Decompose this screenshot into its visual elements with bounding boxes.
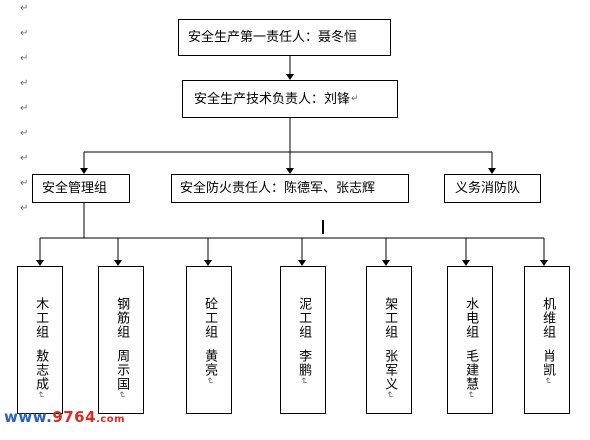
team-box: 钢筋组 周示国↵ (98, 266, 144, 414)
team-box: 砼工组 黄亮↵ (186, 266, 232, 414)
paragraph-mark: ↵ (20, 203, 29, 214)
paragraph-mark: ↵ (20, 53, 29, 64)
team-label: 木工组 敖志成↵ (33, 297, 49, 400)
team-box: 架工组 张军义↵ (366, 266, 412, 414)
chief-responsible-box: 安全生产第一责任人：聂冬恒 (178, 19, 391, 56)
fire-brigade-box: 义务消防队 (444, 174, 541, 203)
paragraph-mark: ↵ (20, 28, 29, 39)
paragraph-mark: ↵ (20, 3, 29, 14)
team-box: 机维组 肖凯↵ (524, 266, 570, 414)
team-box: 泥工组 李鹏↵ (280, 266, 326, 414)
paragraph-mark: ↵ (298, 377, 309, 386)
fire-brigade-label: 义务消防队 (455, 181, 521, 196)
paragraph-mark: ↵ (384, 391, 395, 400)
paragraph-mark: ↵ (20, 128, 29, 139)
fire-safety-label: 安全防火责任人：陈德军、张志辉 (180, 181, 376, 196)
paragraph-mark: ↵ (116, 391, 127, 400)
team-label: 水电组 毛建慧↵ (463, 297, 479, 400)
paragraph-mark: ↵ (20, 103, 29, 114)
team-box: 水电组 毛建慧↵ (447, 266, 493, 414)
team-label: 泥工组 李鹏↵ (296, 297, 312, 386)
paragraph-mark: ↵ (20, 153, 29, 164)
paragraph-mark: ↵ (351, 93, 359, 104)
paragraph-mark: ↵ (465, 391, 476, 400)
text-cursor (322, 220, 324, 234)
team-label: 钢筋组 周示国↵ (114, 297, 130, 400)
paragraph-mark: ↵ (20, 78, 29, 89)
fire-safety-box: 安全防火责任人：陈德军、张志辉 (171, 174, 409, 203)
safety-management-label: 安全管理组 (42, 181, 108, 196)
team-label: 砼工组 黄亮↵ (202, 297, 218, 386)
technical-responsible-label: 安全生产技术负责人：刘锋 (194, 91, 351, 107)
safety-management-box: 安全管理组 (32, 174, 130, 203)
team-label: 机维组 肖凯↵ (540, 297, 556, 386)
paragraph-mark: ↵ (204, 377, 215, 386)
paragraph-mark: ↵ (20, 178, 29, 189)
chief-responsible-label: 安全生产第一责任人：聂冬恒 (188, 30, 358, 45)
technical-responsible-box: 安全生产技术负责人：刘锋↵ (182, 80, 398, 118)
team-label: 架工组 张军义↵ (382, 297, 398, 400)
paragraph-mark: ↵ (35, 391, 46, 400)
team-box: 木工组 敖志成↵ (17, 266, 63, 414)
paragraph-mark: ↵ (542, 377, 553, 386)
site-watermark: www.9764.com (4, 408, 126, 426)
